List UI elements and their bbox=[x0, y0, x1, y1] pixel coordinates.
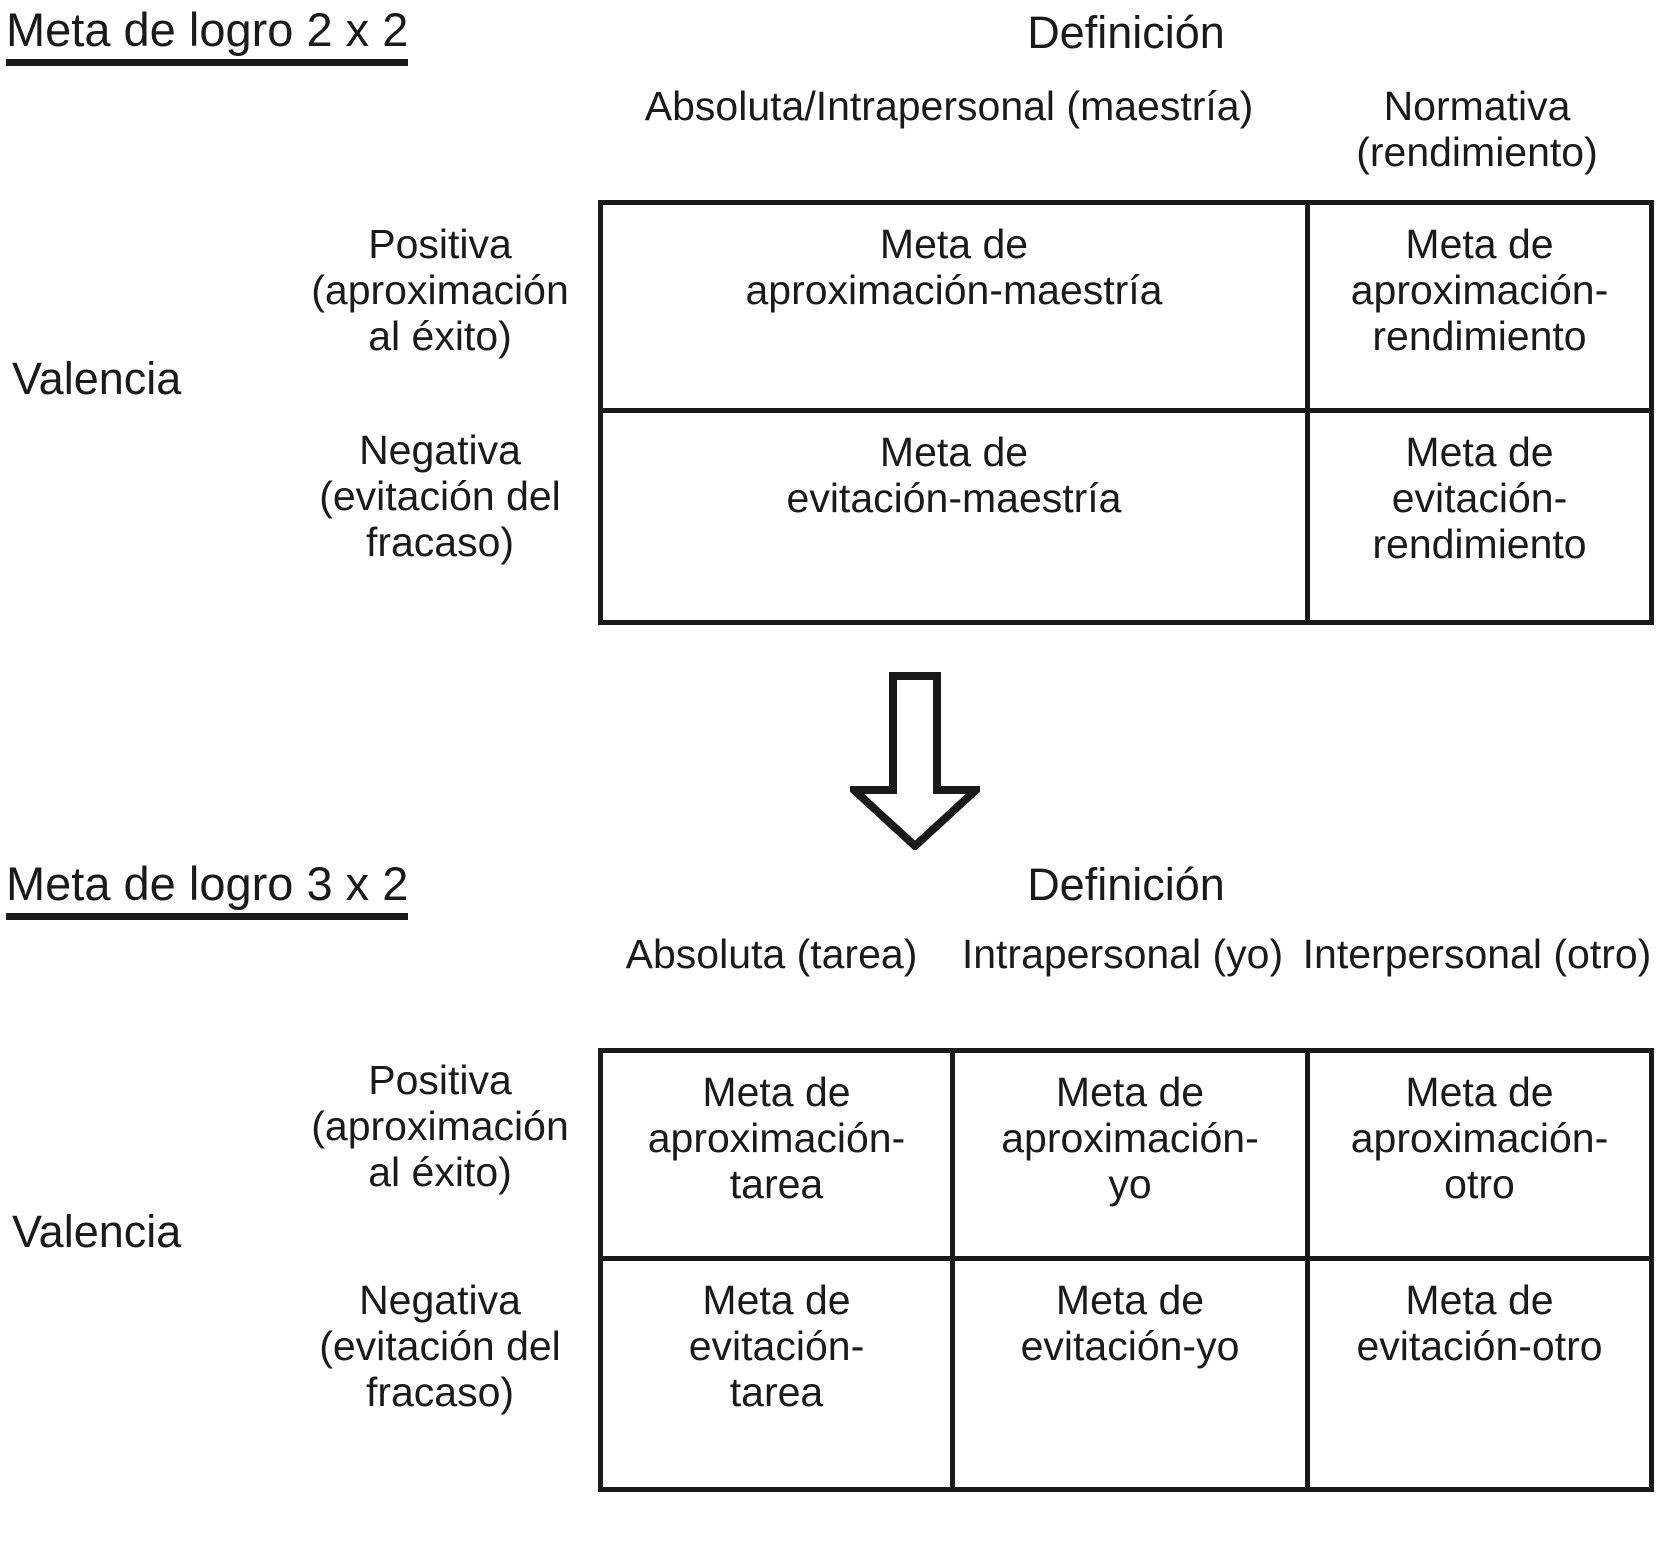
matrix-3x2: Meta de aproximación- tarea Meta de apro… bbox=[598, 1048, 1654, 1492]
column-header-normativa: Normativa (rendimiento) bbox=[1356, 83, 1598, 175]
definition-heading-3x2: Definición bbox=[1027, 859, 1225, 910]
cell-aproximacion-maestria: Meta de aproximación-maestría bbox=[745, 221, 1163, 313]
cell-evitacion-tarea: Meta de evitación- tarea bbox=[603, 1256, 950, 1487]
matrix-2x2: Meta de aproximación-maestría Meta de ap… bbox=[598, 200, 1654, 625]
cell-evitacion-otro: Meta de evitación-otro bbox=[1305, 1256, 1649, 1487]
cell-evitacion-rendimiento: Meta de evitación- rendimiento bbox=[1305, 408, 1649, 620]
row-header-negativa-3x2: Negativa (evitación del fracaso) bbox=[319, 1277, 561, 1415]
column-header-absoluta-intrapersonal: Absoluta/Intrapersonal (maestría) bbox=[644, 83, 1254, 129]
row-axis-label-valencia-3x2: Valencia bbox=[12, 1206, 182, 1257]
column-header-interpersonal: Interpersonal (otro) bbox=[1302, 931, 1652, 977]
section-title-3x2: Meta de logro 3 x 2 bbox=[6, 860, 409, 920]
cell-aproximacion-otro: Meta de aproximación- otro bbox=[1305, 1053, 1649, 1256]
cell-aproximacion-tarea: Meta de aproximación- tarea bbox=[647, 1069, 906, 1207]
cell-aproximacion-rendimiento: Meta de aproximación- rendimiento bbox=[1305, 205, 1649, 408]
column-header-intrapersonal: Intrapersonal (yo) bbox=[961, 931, 1284, 977]
section-title-2x2: Meta de logro 2 x 2 bbox=[6, 6, 409, 66]
down-block-arrow-icon bbox=[843, 672, 987, 852]
column-header-absoluta: Absoluta (tarea) bbox=[625, 931, 918, 977]
row-header-negativa-2x2: Negativa (evitación del fracaso) bbox=[319, 427, 561, 565]
definition-heading-2x2: Definición bbox=[1027, 7, 1225, 58]
cell-evitacion-yo: Meta de evitación-yo bbox=[950, 1256, 1305, 1487]
row-axis-label-valencia-2x2: Valencia bbox=[12, 353, 182, 404]
cell-aproximacion-yo: Meta de aproximación- yo bbox=[950, 1053, 1305, 1256]
row-header-positiva-3x2: Positiva (aproximación al éxito) bbox=[311, 1057, 569, 1195]
row-header-positiva-2x2: Positiva (aproximación al éxito) bbox=[311, 221, 569, 359]
cell-evitacion-maestria: Meta de evitación-maestría bbox=[603, 408, 1305, 620]
